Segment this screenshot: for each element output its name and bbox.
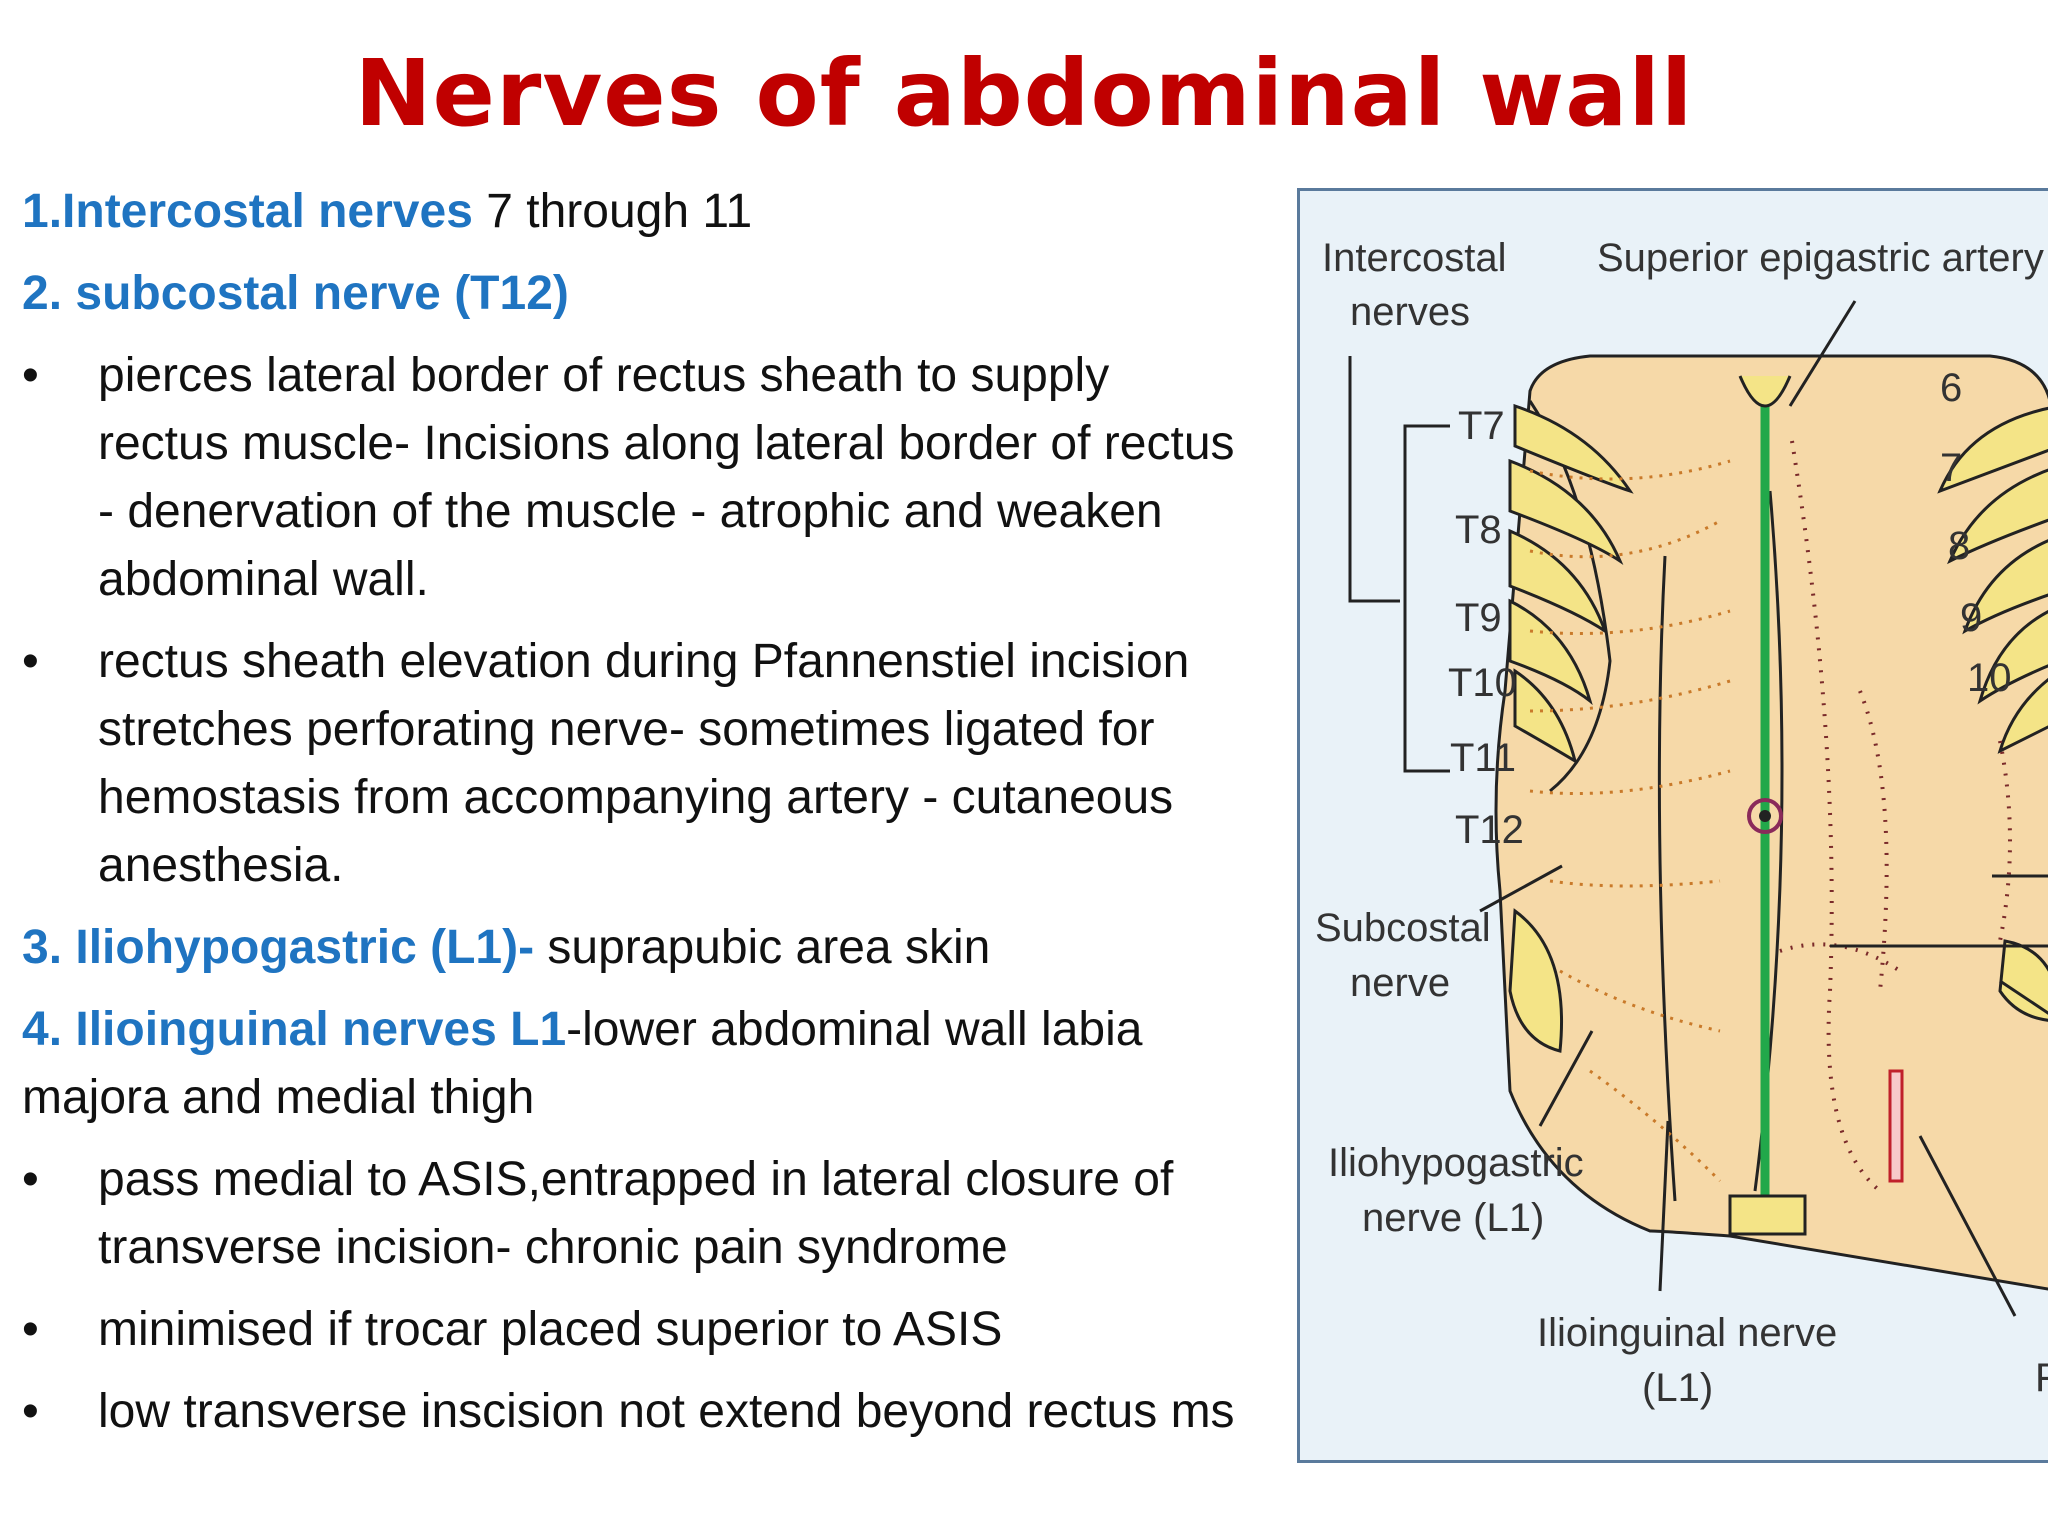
label-t11: T11	[1450, 736, 1516, 780]
dotted-artery-paths	[1779, 440, 2012, 1193]
heading-text: -lower abdominal wall labia majora and m…	[22, 1003, 1143, 1124]
edge-letter-label: F	[2035, 1356, 2048, 1400]
right-leader-4	[1918, 1135, 2017, 1317]
bullet-text: pass medial to ASIS,entrapped in lateral…	[98, 1153, 1174, 1274]
rib-7-label: 7	[1940, 446, 1962, 490]
round-ligament	[1888, 1069, 1904, 1183]
bullet-marker: •	[22, 1303, 39, 1356]
slide-content: 1.Intercostal nerves 7 through 11 2. subc…	[22, 178, 1252, 1460]
umbilicus	[1747, 798, 1783, 834]
rib-6-label: 6	[1940, 366, 1962, 410]
slide-title: Nerves of abdominal wall	[354, 40, 1694, 147]
rectus-lateral-left	[1657, 555, 1677, 1202]
ribs-right	[1937, 406, 2048, 754]
intercostal-label-1: Intercostal	[1322, 236, 1507, 280]
rib-10-label: 10	[1967, 656, 2012, 700]
subcostal-label-2: nerve	[1350, 961, 1450, 1005]
heading-4: 3. Iliohypogastric (L1)- suprapubic area…	[22, 914, 1252, 982]
heading-text: suprapubic area skin	[534, 921, 991, 974]
intercostal-label-2: nerves	[1350, 290, 1470, 334]
heading-0: 1.Intercostal nerves 7 through 11	[22, 178, 1252, 246]
rib-9-label: 9	[1960, 596, 1982, 640]
heading-highlight: 1.Intercostal nerves	[22, 185, 473, 238]
bullet-item-6: • pass medial to ASIS,entrapped in latera…	[22, 1146, 1252, 1282]
iliac-crest-right	[1998, 939, 2048, 1022]
heading-5: 4. Ilioinguinal nerves L1-lower abdomina…	[22, 996, 1252, 1132]
iliohypogastric-leader	[1538, 1030, 1594, 1127]
iliohypogastric-label-1: Iliohypogastric	[1328, 1141, 1584, 1185]
bullet-text: minimised if trocar placed superior to A…	[98, 1303, 1003, 1356]
ilioinguinal-label-1: Ilioinguinal nerve	[1537, 1311, 1837, 1355]
abdominal-nerves-diagram: Intercostal nerves Superior epigastric a…	[1297, 188, 2048, 1463]
subcostal-label-1: Subcostal	[1315, 906, 1491, 950]
bullet-text: low transverse inscision not extend beyo…	[98, 1385, 1235, 1438]
ribs-left	[1508, 403, 1634, 765]
bullet-marker: •	[22, 1153, 39, 1206]
bullet-marker: •	[22, 349, 39, 402]
diagram-svg: Intercostal nerves Superior epigastric a…	[1315, 236, 2048, 1410]
iliac-crest-left	[1508, 908, 1564, 1053]
bullet-item-2: • pierces lateral border of rectus sheath…	[22, 342, 1252, 614]
label-t12: T12	[1455, 808, 1524, 852]
superior-epigastric-leader	[1788, 300, 1857, 407]
subcostal-leader	[1479, 864, 1563, 913]
abdominal-wall-shape	[1494, 354, 2048, 1291]
label-t9: T9	[1455, 596, 1502, 640]
pubic-plate	[1728, 1194, 1807, 1236]
xiphoid	[1738, 375, 1792, 408]
heading-1: 2. subcostal nerve (T12)	[22, 260, 1252, 328]
heading-text: 7 through 11	[472, 185, 753, 238]
heading-highlight: 3. Iliohypogastric (L1)-	[22, 921, 535, 974]
label-t7: T7	[1458, 404, 1505, 448]
iliohypogastric-label-2: nerve (L1)	[1362, 1196, 1544, 1240]
ilioinguinal-label-2: (L1)	[1642, 1366, 1713, 1410]
bullet-marker: •	[22, 1385, 39, 1438]
rib-8-label: 8	[1948, 524, 1970, 568]
label-t8: T8	[1455, 508, 1502, 552]
dotted-nerve-paths	[1529, 459, 1731, 1183]
bullet-item-7: • minimised if trocar placed superior to …	[22, 1296, 1252, 1364]
bullet-text: rectus sheath elevation during Pfannenst…	[98, 635, 1190, 892]
bullet-marker: •	[22, 635, 39, 688]
intercostal-bracket-outer	[1348, 356, 1400, 603]
bullet-item-8: • low transverse inscision not extend bey…	[22, 1378, 1252, 1446]
superior-epigastric-label: Superior epigastric artery	[1597, 236, 2044, 280]
bullet-text: pierces lateral border of rectus sheath …	[98, 349, 1235, 606]
bullet-item-3: • rectus sheath elevation during Pfannens…	[22, 628, 1252, 900]
label-t10: T10	[1448, 661, 1517, 705]
heading-highlight: 2. subcostal nerve (T12)	[22, 267, 569, 320]
right-leader-3	[1999, 979, 2048, 1015]
heading-highlight: 4. Ilioinguinal nerves L1	[22, 1003, 567, 1056]
ilioinguinal-leader	[1658, 1120, 1670, 1292]
intercostal-bracket-inner	[1403, 424, 1450, 773]
